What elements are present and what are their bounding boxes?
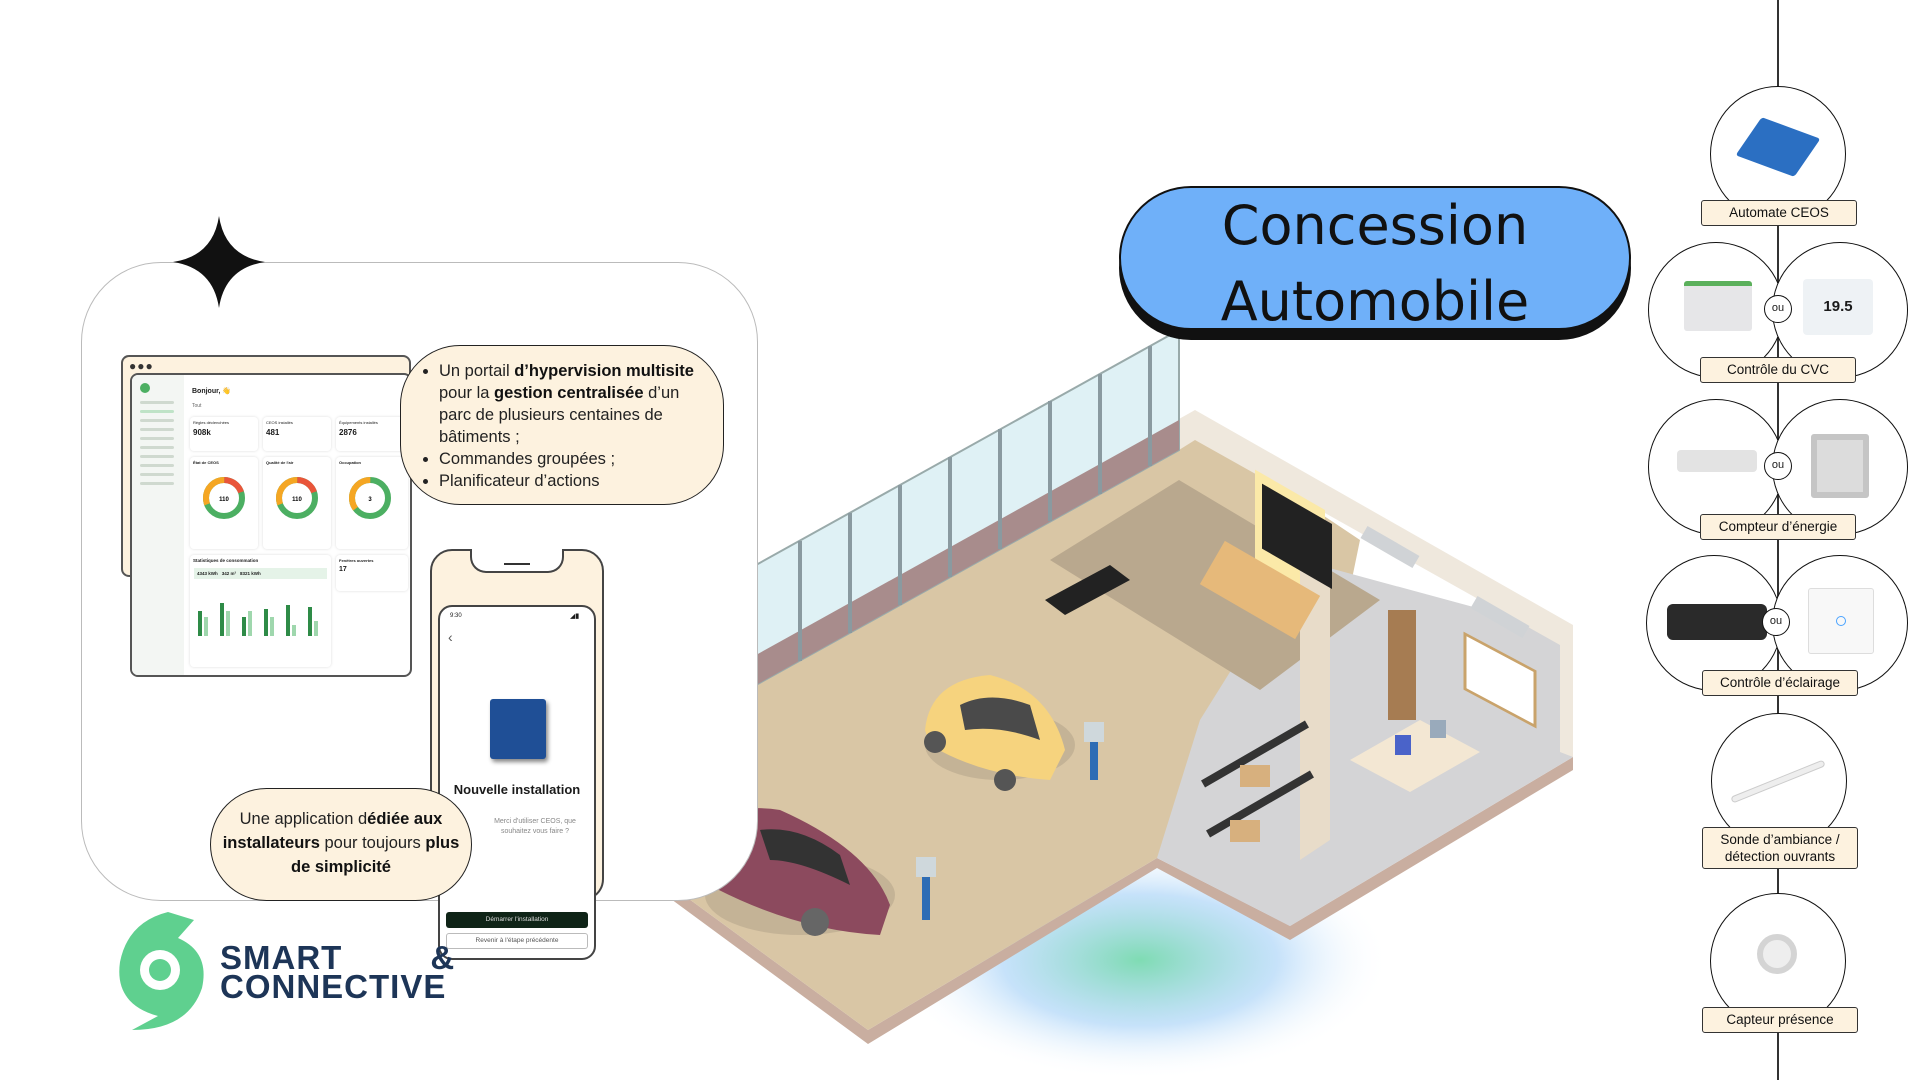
svg-text:110: 110 [219, 497, 229, 503]
dashboard-greeting: Bonjour, 👋 [192, 388, 232, 395]
logo-wordmark: SMART& CONNECTIVE [220, 939, 456, 1005]
donut-card: Occupation 3 [336, 457, 408, 549]
lighting-module-circle [1646, 555, 1782, 691]
feature-item: Un portail d’hypervision multisite pour … [439, 360, 703, 448]
donut-card: Qualité de l'air 110 [263, 457, 331, 549]
window-dots-icon: ●●● [129, 359, 154, 373]
energy-clamp-circle [1648, 399, 1784, 535]
ceos-device-image [490, 699, 546, 759]
lighting-switch-circle [1772, 555, 1908, 691]
presence-sensor-circle [1710, 893, 1846, 1029]
eclairage-label: Contrôle d’éclairage [1702, 670, 1858, 696]
air-conditioner [1360, 525, 1420, 569]
smart-connective-logo-icon [119, 912, 204, 1030]
presence-sensor-image [1757, 934, 1797, 974]
sparkle-star-icon [173, 216, 265, 308]
or-badge: ou [1764, 452, 1792, 480]
automate-ceos-label: Automate CEOS [1701, 200, 1857, 226]
kiosk [916, 857, 936, 920]
thermostat-display: 19.5 [1803, 279, 1873, 335]
automate-ceos-circle [1710, 86, 1846, 222]
back-chevron-icon[interactable]: ‹ [448, 629, 453, 645]
feature-item: Commandes groupées ; [439, 448, 703, 470]
lighting-module-image [1667, 604, 1767, 640]
cvc-thermostat-circle: 19.5 [1772, 242, 1908, 378]
start-installation-button[interactable]: Démarrer l'installation [446, 912, 588, 928]
reception-desk [1199, 540, 1321, 640]
donut-card: État de CEOS 110 [190, 457, 258, 549]
din-meter-image [1811, 434, 1869, 498]
consumption-bar-chart [198, 603, 318, 636]
back-wall [1179, 410, 1573, 757]
energy-meter-circle [1772, 399, 1908, 535]
signal-battery-icon: ◢▮ [570, 613, 580, 620]
sofa [1045, 565, 1130, 615]
video-wall [1262, 483, 1332, 590]
ambient-probe-image [1730, 759, 1826, 804]
svg-text:110: 110 [292, 497, 302, 503]
phone-subtitle: Merci d'utiliser CEOS, que souhaitez vou… [494, 818, 576, 835]
dashboard-tab[interactable]: Tout [192, 403, 202, 409]
cvc-module-circle [1648, 242, 1784, 378]
sonde-label: Sonde d’ambiance / détection ouvrants [1702, 827, 1858, 869]
installer-app-bubble: Une application dédiée aux installateurs… [210, 788, 472, 901]
yellow-car [924, 675, 1075, 791]
hvac-module-image [1684, 281, 1752, 331]
office-desks [1350, 720, 1480, 792]
phone-title: Nouvelle installation [453, 782, 581, 797]
cvc-label: Contrôle du CVC [1700, 357, 1856, 383]
office-door [1388, 610, 1416, 720]
energie-label: Compteur d’énergie [1700, 514, 1856, 540]
device-chain-line [1777, 0, 1779, 1080]
touch-switch-image [1808, 588, 1874, 654]
whiteboard [1463, 631, 1537, 729]
air-conditioner [1470, 595, 1530, 639]
portal-features-bubble: Un portail d’hypervision multisite pour … [400, 345, 724, 505]
or-badge: ou [1764, 295, 1792, 323]
phone-time: 9:30 [450, 613, 462, 619]
feature-item: Planificateur d’actions [439, 470, 703, 492]
energy-clamps-image [1677, 450, 1757, 472]
phone-screen: 9:30 ◢▮ ‹ Nouvelle installation Merci d'… [438, 605, 596, 960]
storage-shelves [1201, 720, 1314, 842]
kiosk [1084, 722, 1104, 780]
previous-step-button[interactable]: Revenir à l'étape précédente [446, 933, 588, 949]
ceos-device-image [1735, 117, 1821, 177]
or-badge: ou [1762, 608, 1790, 636]
capteur-label: Capteur présence [1702, 1007, 1858, 1033]
svg-text:3: 3 [368, 497, 372, 503]
dashboard-sidebar [132, 375, 184, 675]
floor-base [603, 757, 1573, 1044]
